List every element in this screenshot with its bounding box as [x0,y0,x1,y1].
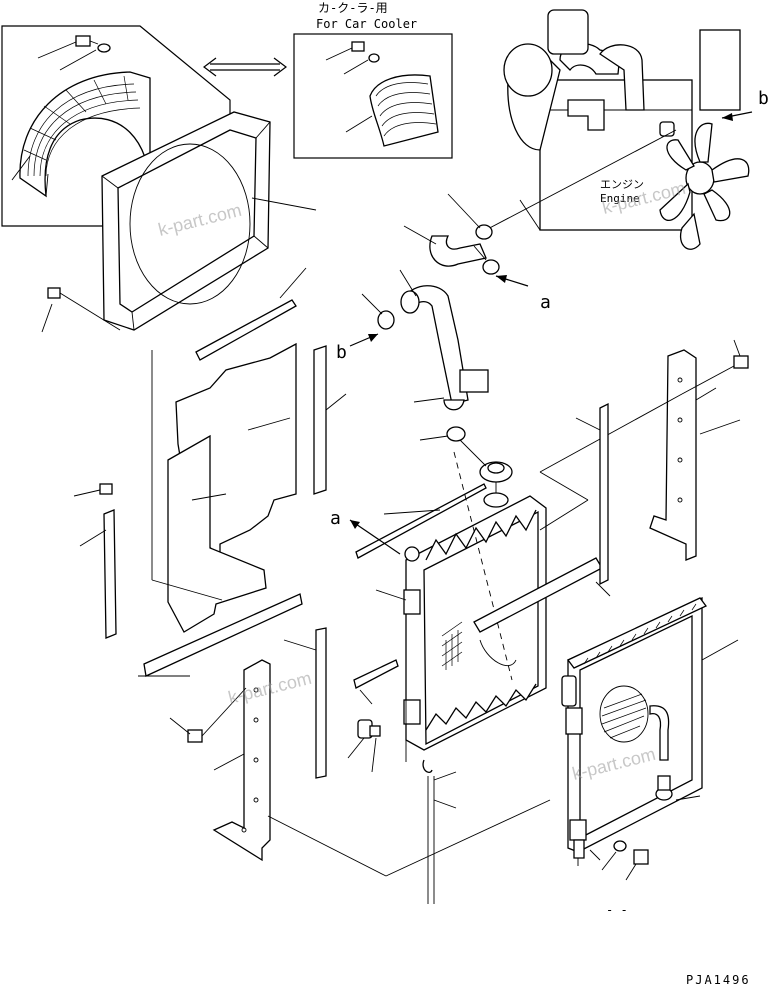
bolt-icon [73,483,113,497]
seal-strip-vertical [79,345,347,639]
seal-strip [195,267,307,361]
support-bracket-right [649,349,741,561]
car-cooler-label-jp: カ-ク-ラ-用 [318,1,388,15]
drain-cock [347,719,381,773]
upper-hose-assembly: a [403,193,551,313]
seal-strip-lower [138,593,327,779]
engine-outline: エンジン Engine [503,9,750,250]
ref-b-mid-label: b [336,342,347,363]
lower-hose-assembly: b [336,269,489,442]
bolt-icon [681,339,749,395]
condenser-unit [561,596,739,866]
fan-guard-part [19,71,151,198]
drawing-code: PJA1496 [686,973,751,987]
bolt-icon [75,35,111,53]
ref-b-top-label: b [758,88,769,109]
engine-label-en: Engine [600,192,640,205]
fan-shroud [101,111,317,331]
fan-guard-inset [1,25,231,227]
bolt-icon [41,287,121,333]
support-bracket-left [212,659,271,862]
ref-a-mid: a [330,508,401,555]
dash-note: - - [606,903,628,917]
ref-a-mid-label: a [330,508,341,529]
radiator-grid [441,621,463,670]
bolt-icon [169,687,247,743]
engine-label-jp: エンジン [600,178,644,191]
ref-b-top: b [721,88,769,121]
drain-hose [422,759,457,904]
alternative-arrow [203,57,287,77]
cooling-fan [659,122,750,250]
washer-bolt-group: - - [601,840,649,917]
baffle-plate-lower [167,434,267,633]
car-cooler-inset: カ-ク-ラ-用 For Car Cooler [293,1,453,159]
radiator-cap [459,439,513,508]
ref-a-top-label: a [540,292,551,313]
car-cooler-label-en: For Car Cooler [316,17,417,31]
